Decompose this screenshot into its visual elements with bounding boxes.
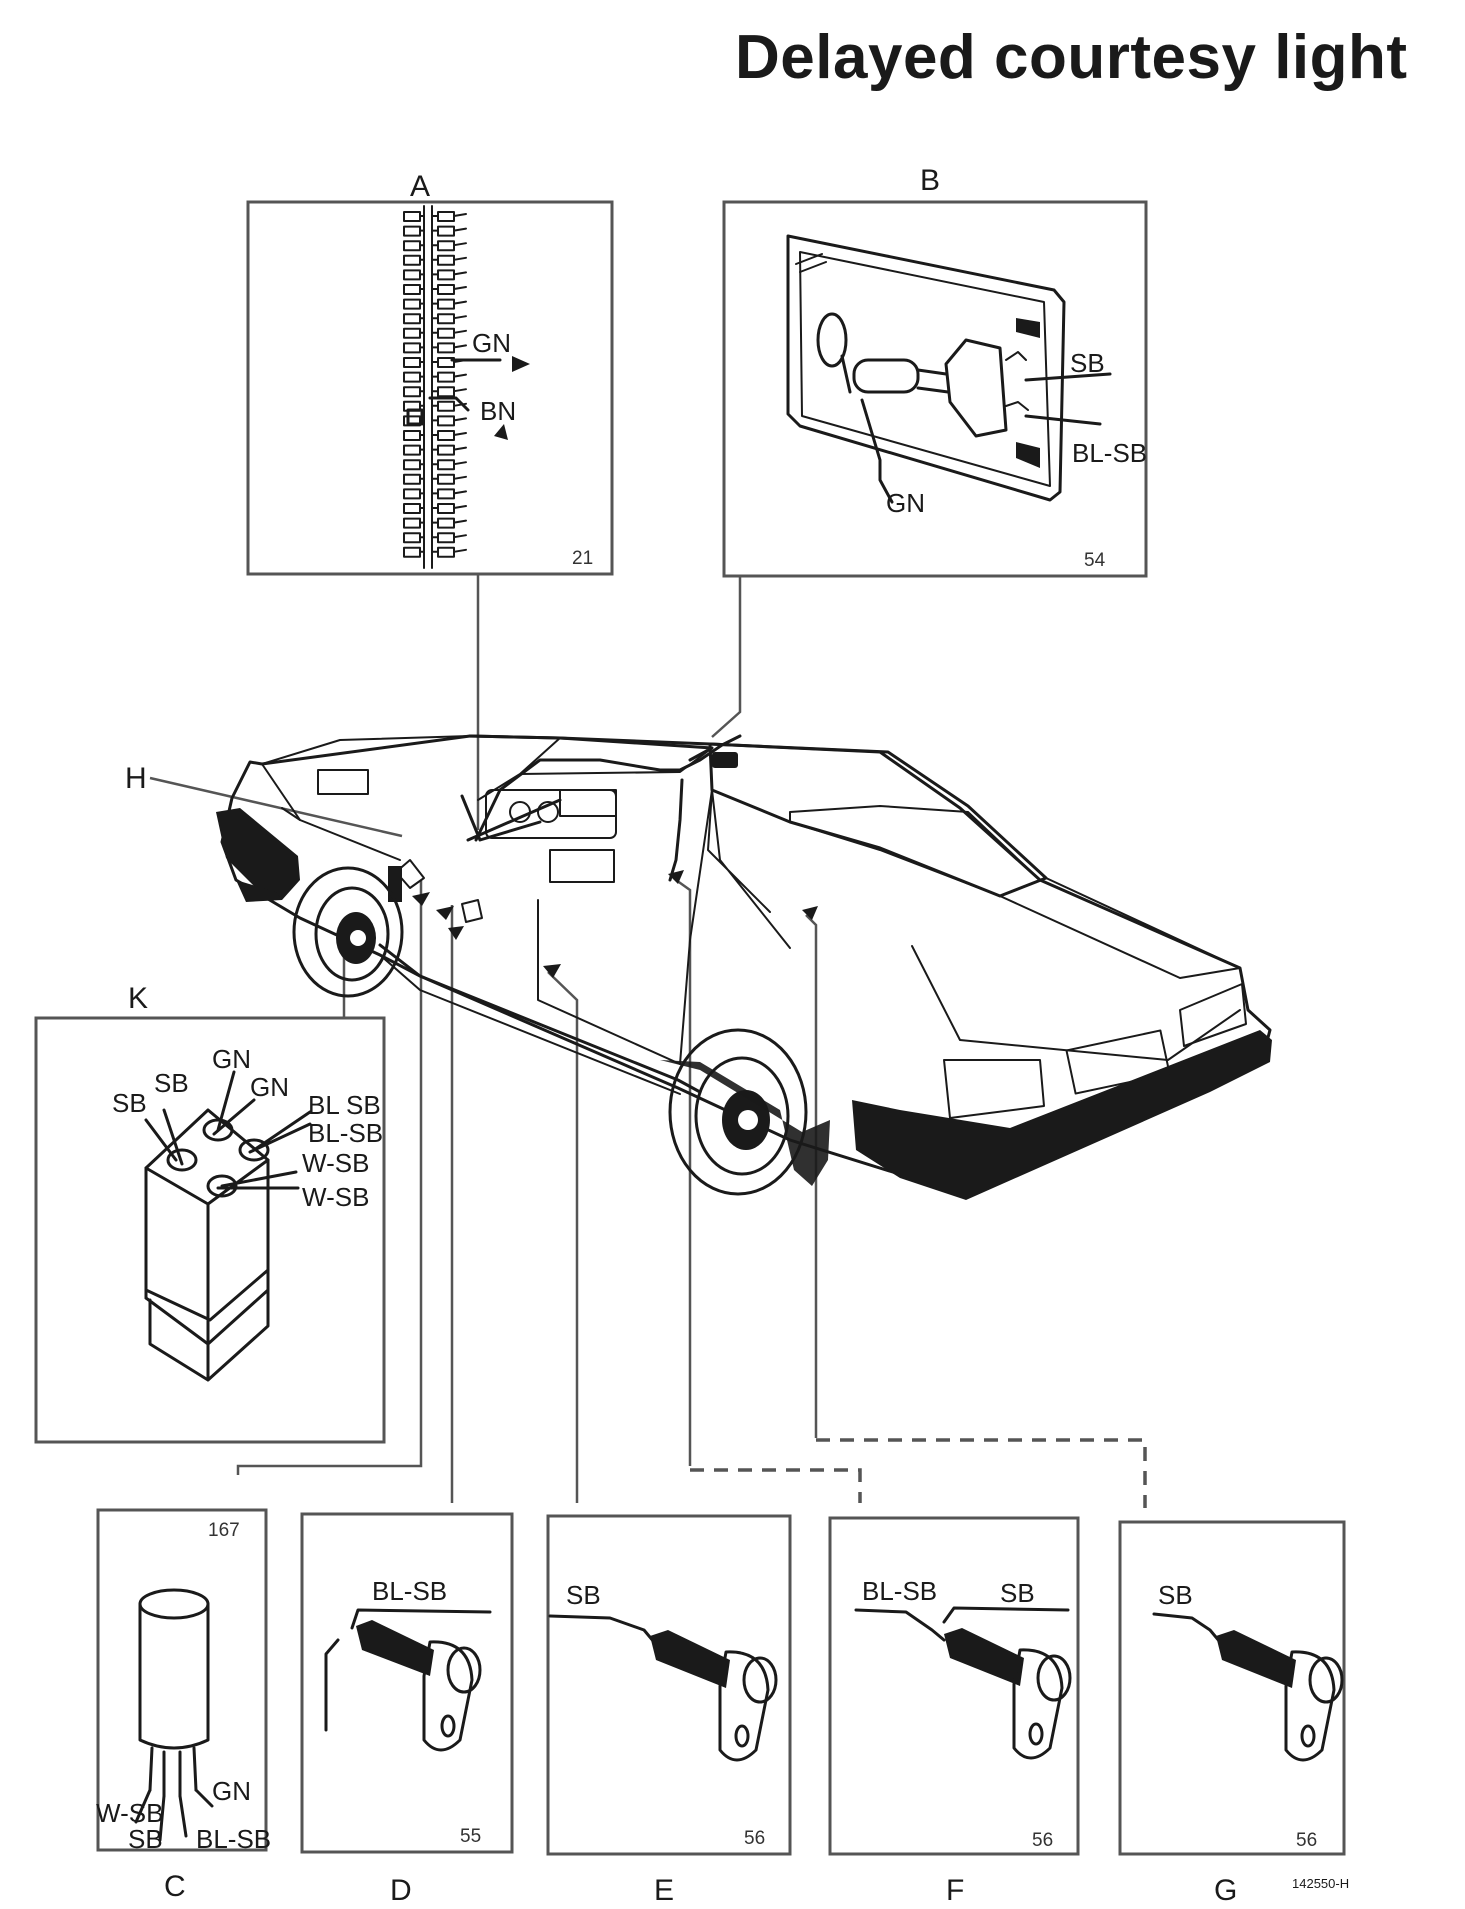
panel-g: G 56 SB <box>1118 1520 1346 1907</box>
panel-b: B 54 SB BL-SB GN <box>722 164 1148 578</box>
panel-f-wire-bl-sb: BL-SB <box>862 1576 937 1606</box>
panel-k-wire-7: W-SB <box>302 1148 369 1178</box>
relay-icon <box>144 1070 312 1382</box>
fuse-shape <box>406 408 424 426</box>
panel-d-wire-bl-sb: BL-SB <box>372 1576 447 1606</box>
page-title: Delayed courtesy light <box>735 23 1408 92</box>
door-switch-icon <box>324 1608 492 1752</box>
panel-b-letter: B <box>920 164 940 197</box>
fuse-shape <box>419 315 467 320</box>
panel-k: K SB SB GN GN BL SB BL-SB W-SB W-SB <box>34 982 386 1444</box>
panel-c-wire-bl-sb: BL-SB <box>196 1824 271 1854</box>
fuse-shape <box>419 519 467 524</box>
fuse-shape <box>419 475 467 480</box>
leader-lines <box>149 573 1147 1508</box>
panel-a-ref: 21 <box>572 548 593 569</box>
panel-c: C 167 W-SB SB BL-SB GN <box>96 1508 271 1903</box>
fuse-shape <box>419 432 467 436</box>
panel-e-wire-sb: SB <box>566 1580 601 1610</box>
fuse-shape <box>419 329 467 334</box>
panel-c-wire-sb: SB <box>128 1824 163 1854</box>
panel-k-wire-1: SB <box>112 1088 147 1118</box>
door-switch-icon <box>548 1614 778 1762</box>
panel-g-ref: 56 <box>1296 1830 1317 1851</box>
panel-a-wire-bn: BN <box>480 396 516 426</box>
door-switch-icon <box>1152 1612 1344 1762</box>
fuse-shape <box>419 344 467 349</box>
fuse-shape <box>419 286 467 290</box>
panel-b-wire-gn: GN <box>886 488 925 518</box>
panel-b-wire-sb: SB <box>1070 348 1105 378</box>
figure-code: 142550-H <box>1292 1876 1349 1891</box>
fuse-shape <box>419 490 467 495</box>
fuse-shape <box>419 373 467 378</box>
panel-e-letter: E <box>654 1874 674 1907</box>
panel-a-letter: A <box>410 170 430 203</box>
fuse-shape <box>419 227 467 232</box>
panel-c-wire-gn: GN <box>212 1776 251 1806</box>
panel-c-wire-w-sb: W-SB <box>96 1798 163 1828</box>
panel-a: A 21 GN BN <box>246 170 614 576</box>
panel-k-wire-2: SB <box>154 1068 189 1098</box>
panel-a-wire-gn: GN <box>472 328 511 358</box>
panel-f-letter: F <box>946 1874 964 1907</box>
panel-d-letter: D <box>390 1874 412 1907</box>
panel-k-wire-6: BL-SB <box>308 1118 383 1148</box>
panel-f-wire-sb: SB <box>1000 1578 1035 1608</box>
panel-g-letter: G <box>1214 1874 1237 1907</box>
fuse-shape <box>419 271 467 276</box>
panel-g-wire-sb: SB <box>1158 1580 1193 1610</box>
panel-k-wire-3: GN <box>212 1044 251 1074</box>
panel-k-wire-8: W-SB <box>302 1182 369 1212</box>
fuse-shape <box>419 446 467 451</box>
door-switch-icon <box>854 1606 1072 1760</box>
fuse-shape <box>419 534 467 539</box>
fuse-shape <box>419 242 467 247</box>
panel-c-letter: C <box>164 1870 186 1903</box>
fuse-shape <box>419 256 467 261</box>
panel-f-ref: 56 <box>1032 1830 1053 1851</box>
fuse-shape <box>419 300 467 305</box>
panel-c-ref: 167 <box>208 1520 240 1541</box>
panel-f: F 56 BL-SB SB <box>828 1516 1080 1907</box>
panel-b-wire-bl-sb: BL-SB <box>1072 438 1147 468</box>
panel-k-wire-5: BL SB <box>308 1090 381 1120</box>
panel-k-wire-4: GN <box>250 1072 289 1102</box>
panel-d-ref: 55 <box>460 1826 481 1847</box>
car-callout-H: H <box>125 762 147 795</box>
fuse-shape <box>419 461 467 466</box>
panel-e: E 56 SB <box>546 1514 792 1907</box>
fuse-shape <box>419 388 467 393</box>
front-wheel <box>292 866 404 998</box>
interior-lamp-icon <box>786 234 1112 504</box>
panel-e-ref: 56 <box>744 1828 765 1849</box>
fuse-shape <box>419 505 467 509</box>
fuse-shape <box>419 213 467 217</box>
panel-b-ref: 54 <box>1084 550 1106 571</box>
relay-canister-icon <box>134 1588 214 1842</box>
fuse-shape <box>419 548 467 553</box>
panel-k-letter: K <box>128 982 148 1015</box>
panel-d: D 55 BL-SB <box>300 1512 514 1907</box>
car-illustration <box>216 734 1272 1200</box>
